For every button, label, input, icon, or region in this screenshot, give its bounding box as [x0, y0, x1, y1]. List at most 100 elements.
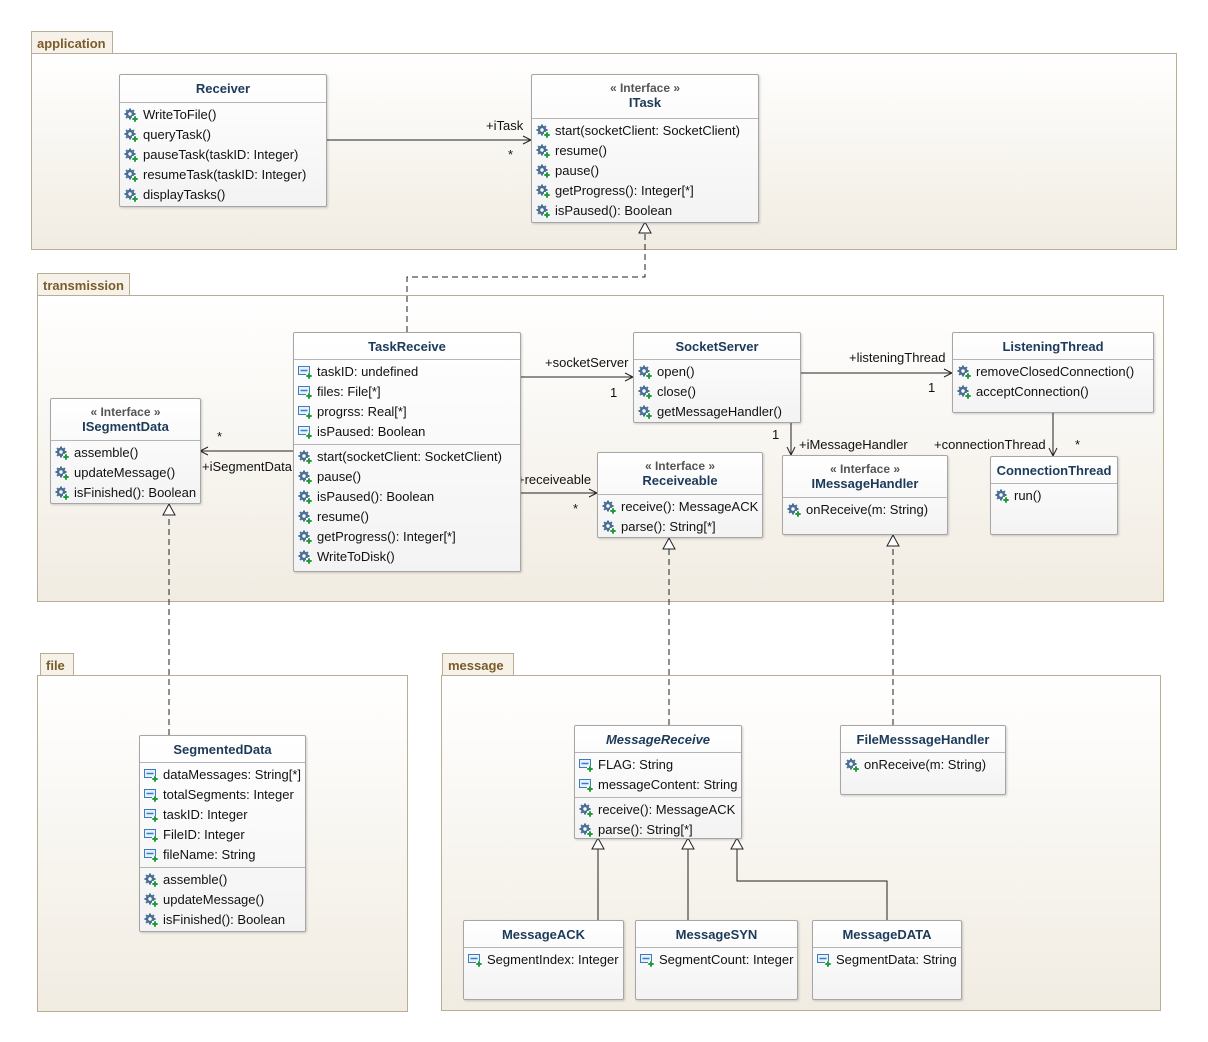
class-messageack[interactable]: MessageACK SegmentIndex: Integer: [463, 920, 624, 1000]
attribute-label: FileID: Integer: [163, 827, 245, 842]
attribute-field-plus-icon: [144, 828, 158, 842]
operation[interactable]: resume(): [532, 141, 758, 161]
operation-label: isPaused(): Boolean: [317, 489, 435, 504]
attribute[interactable]: taskID: Integer: [140, 805, 305, 825]
attribute[interactable]: files: File[*]: [294, 382, 520, 402]
package-tab-transmission[interactable]: transmission: [37, 273, 130, 295]
attribute[interactable]: dataMessages: String[*]: [140, 765, 305, 785]
operation[interactable]: open(): [634, 362, 800, 382]
operation[interactable]: start(socketClient: SocketClient): [294, 447, 520, 467]
operation[interactable]: queryTask(): [120, 125, 326, 145]
operation[interactable]: isPaused(): Boolean: [532, 201, 758, 221]
operation-gear-plus-icon: [298, 550, 312, 564]
attribute[interactable]: isPaused: Boolean: [294, 422, 520, 442]
operation-label: pause(): [317, 469, 362, 484]
operation-label: assemble(): [74, 445, 139, 460]
class-socketserver[interactable]: SocketServer open() close() getMessageHa…: [633, 332, 801, 423]
interface-isegmentdata[interactable]: « Interface »ISegmentData assemble() upd…: [50, 398, 201, 504]
operation-label: updateMessage(): [74, 465, 176, 480]
operation[interactable]: isFinished(): Boolean: [51, 483, 200, 503]
operation[interactable]: onReceive(m: String): [783, 500, 947, 520]
operation[interactable]: isPaused(): Boolean: [294, 487, 520, 507]
label-socketserver-role: +socketServer: [545, 355, 629, 370]
stereotype: « Interface »: [829, 462, 901, 476]
attribute[interactable]: totalSegments: Integer: [140, 785, 305, 805]
package-tab-message[interactable]: message: [442, 653, 514, 675]
operation-gear-plus-icon: [124, 188, 138, 202]
operation[interactable]: pauseTask(taskID: Integer): [120, 145, 326, 165]
operation[interactable]: run(): [991, 486, 1117, 506]
operation[interactable]: updateMessage(): [140, 890, 305, 910]
operation[interactable]: getMessageHandler(): [634, 402, 800, 422]
operation-label: onReceive(m: String): [806, 502, 929, 517]
operation[interactable]: assemble(): [140, 870, 305, 890]
operation-gear-plus-icon: [536, 204, 550, 218]
attribute-label: FLAG: String: [598, 757, 674, 772]
label-receiveable-mult: *: [573, 501, 579, 516]
attribute[interactable]: FLAG: String: [575, 755, 741, 775]
operation[interactable]: receive(): MessageACK: [575, 800, 741, 820]
operation-gear-plus-icon: [845, 758, 859, 772]
class-connectionthread[interactable]: ConnectionThread run(): [990, 456, 1118, 535]
class-name: SegmentedData: [173, 742, 272, 757]
operation[interactable]: getProgress(): Integer[*]: [532, 181, 758, 201]
operation[interactable]: acceptConnection(): [953, 382, 1153, 402]
operation[interactable]: pause(): [294, 467, 520, 487]
attribute-label: SegmentIndex: Integer: [487, 952, 619, 967]
operation[interactable]: parse(): String[*]: [575, 820, 741, 840]
class-messagedata[interactable]: MessageDATA SegmentData: String: [812, 920, 962, 1000]
attribute[interactable]: progrss: Real[*]: [294, 402, 520, 422]
label-connection-mult: *: [1075, 437, 1081, 452]
attribute-label: SegmentCount: Integer: [659, 952, 794, 967]
class-name: ConnectionThread: [996, 463, 1112, 478]
operation[interactable]: isFinished(): Boolean: [140, 910, 305, 930]
operation[interactable]: displayTasks(): [120, 185, 326, 205]
attribute[interactable]: taskID: undefined: [294, 362, 520, 382]
label-receiveable-role: +receiveable: [517, 472, 592, 487]
operation-label: pauseTask(taskID: Integer): [143, 147, 299, 162]
operation[interactable]: updateMessage(): [51, 463, 200, 483]
label-handler-mult: 1: [772, 427, 780, 442]
operation[interactable]: resume(): [294, 507, 520, 527]
package-tab-file[interactable]: file: [40, 653, 74, 675]
operation[interactable]: start(socketClient: SocketClient): [532, 121, 758, 141]
operation[interactable]: getProgress(): Integer[*]: [294, 527, 520, 547]
operation-gear-plus-icon: [787, 503, 801, 517]
operation-label: WriteToFile(): [143, 107, 217, 122]
operation[interactable]: receive(): MessageACK: [598, 497, 762, 517]
operation-gear-plus-icon: [298, 470, 312, 484]
class-listeningthread[interactable]: ListeningThread removeClosedConnection()…: [952, 332, 1154, 413]
attribute[interactable]: FileID: Integer: [140, 825, 305, 845]
attribute[interactable]: fileName: String: [140, 845, 305, 865]
operation-label: close(): [657, 384, 697, 399]
attribute[interactable]: SegmentCount: Integer: [636, 950, 797, 970]
class-filemessagehandler[interactable]: FileMesssageHandler onReceive(m: String): [840, 725, 1006, 795]
class-receiver[interactable]: Receiver WriteToFile() queryTask() pause…: [119, 74, 327, 207]
operation[interactable]: WriteToFile(): [120, 105, 326, 125]
class-messagesyn[interactable]: MessageSYN SegmentCount: Integer: [635, 920, 798, 1000]
operation[interactable]: pause(): [532, 161, 758, 181]
class-segmenteddata[interactable]: SegmentedData dataMessages: String[*] to…: [139, 735, 306, 932]
class-name: ISegmentData: [82, 419, 169, 434]
operation[interactable]: resumeTask(taskID: Integer): [120, 165, 326, 185]
package-tab-application[interactable]: application: [31, 31, 113, 53]
attribute[interactable]: SegmentIndex: Integer: [464, 950, 623, 970]
operation[interactable]: parse(): String[*]: [598, 517, 762, 537]
operation[interactable]: removeClosedConnection(): [953, 362, 1153, 382]
attribute-label: isPaused: Boolean: [317, 424, 426, 439]
attribute-label: totalSegments: Integer: [163, 787, 294, 802]
class-messagereceive[interactable]: MessageReceive FLAG: String messageConte…: [574, 725, 742, 839]
class-taskreceive[interactable]: TaskReceive taskID: undefined files: Fil…: [293, 332, 521, 572]
attribute[interactable]: SegmentData: String: [813, 950, 961, 970]
interface-receiveable[interactable]: « Interface »Receiveable receive(): Mess…: [597, 452, 763, 538]
interface-itask[interactable]: « Interface »ITask start(socketClient: S…: [531, 74, 759, 223]
operation[interactable]: onReceive(m: String): [841, 755, 1005, 775]
interface-imessagehandler[interactable]: « Interface »IMessageHandler onReceive(m…: [782, 455, 948, 535]
operation-label: onReceive(m: String): [864, 757, 987, 772]
operation[interactable]: close(): [634, 382, 800, 402]
realize-taskreceive-itask: [406, 233, 646, 332]
operation[interactable]: WriteToDisk(): [294, 547, 520, 567]
attribute[interactable]: messageContent: String: [575, 775, 741, 795]
operation-gear-plus-icon: [602, 500, 616, 514]
operation[interactable]: assemble(): [51, 443, 200, 463]
